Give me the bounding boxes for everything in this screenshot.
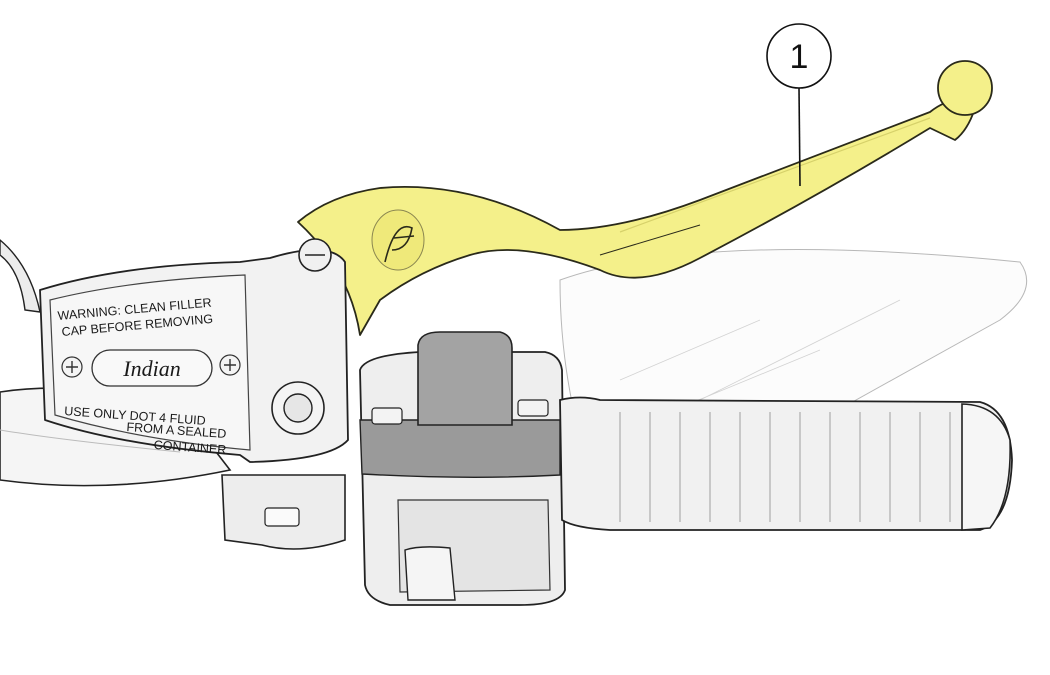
brand-logo-text: Indian (122, 356, 180, 381)
screw-right-icon (219, 354, 241, 376)
switch-clip-left (371, 407, 403, 425)
screw-left-icon (61, 356, 83, 378)
lever-logo-icon (371, 209, 425, 271)
brand-plate: Indian (91, 349, 213, 387)
lever-tip-ball (937, 60, 993, 116)
switch-top-block (359, 419, 561, 478)
throttle-grip (559, 396, 1013, 531)
switch-rocker (404, 546, 456, 601)
switch-button-top (417, 331, 513, 426)
brake-lever (297, 99, 976, 336)
callout-circle (766, 23, 832, 89)
callout-leader-line (798, 87, 801, 187)
brake-hose (0, 239, 41, 313)
switch-clip-right (517, 399, 549, 417)
fluid-line-2: FROM A SEALED (126, 420, 227, 441)
grip-ribs (619, 412, 951, 522)
grip-end-cap (961, 403, 1011, 531)
callout-number: 1 (790, 38, 809, 76)
fluid-line-3: CONTAINER (153, 438, 226, 457)
